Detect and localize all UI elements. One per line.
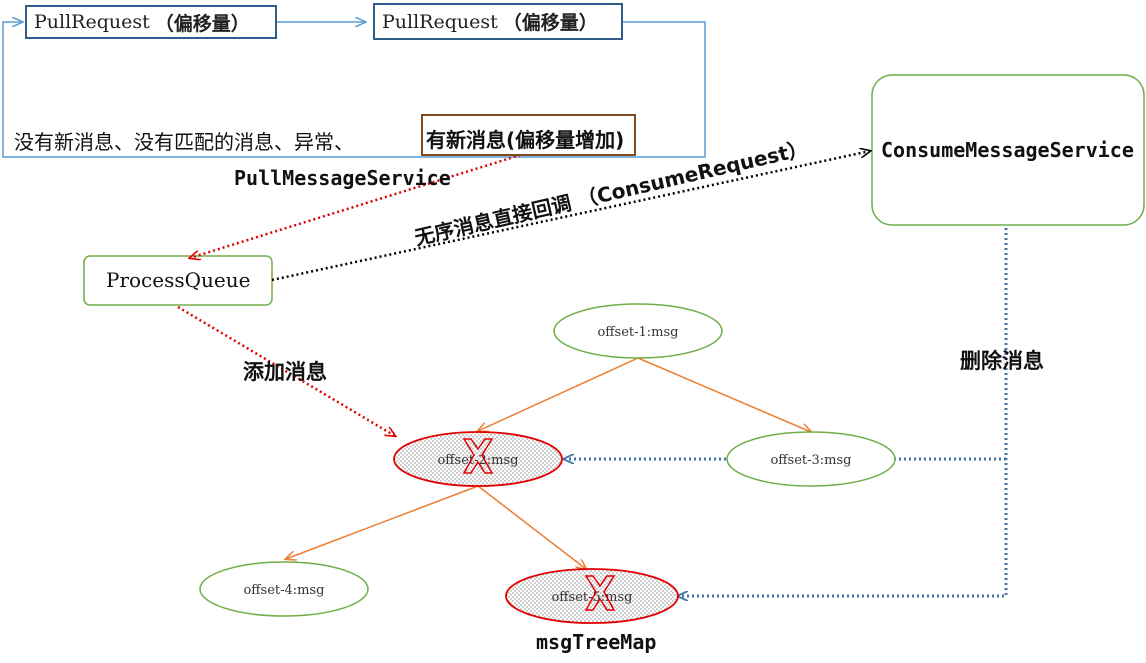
tree-edge-2-4: [286, 485, 479, 559]
tree-node-3: [726, 431, 896, 487]
pull-request-box-2: PullRequest （偏移量）: [373, 3, 623, 40]
loop-conditions-text: 没有新消息、没有匹配的消息、异常、: [14, 130, 354, 154]
tree-node-5-label: offset-5:msg: [551, 590, 632, 605]
add-message-label: 添加消息: [243, 360, 327, 384]
delete-message-label: 删除消息: [960, 349, 1044, 373]
tree-node-2-label: offset-2:msg: [437, 453, 518, 468]
pull-message-service-label: PullMessageService: [234, 166, 451, 190]
pull-request-text: PullRequest: [382, 10, 498, 33]
pull-request-text: PullRequest: [34, 11, 150, 33]
tree-node-2: [393, 431, 563, 487]
msg-tree-map-label: msgTreeMap: [536, 630, 657, 654]
process-queue-box: [83, 255, 273, 306]
new-message-highlight: 有新消息(偏移量增加): [421, 114, 637, 156]
tree-edge-1-3: [637, 357, 811, 432]
removed-x-icon: [462, 438, 494, 474]
process-queue-label: ProcessQueue: [106, 268, 251, 292]
pull-request-qualifier: （偏移量）: [502, 12, 598, 34]
delete-path: [678, 228, 1008, 596]
tree-edge-2-5: [477, 485, 586, 569]
tree-node-1: [553, 303, 723, 359]
tree-node-3-label: offset-3:msg: [770, 453, 851, 468]
tree-node-4: [199, 561, 369, 617]
pull-request-box-1: PullRequest （偏移量）: [25, 5, 277, 39]
consume-message-service-label: ConsumeMessageService: [881, 138, 1134, 162]
removed-x-icon: [584, 575, 616, 611]
tree-node-1-label: offset-1:msg: [597, 325, 678, 340]
tree-node-5: [505, 568, 679, 624]
tree-node-4-label: offset-4:msg: [243, 583, 324, 598]
loop-connector: [2, 22, 706, 158]
pull-request-qualifier: （偏移量）: [154, 12, 250, 35]
pull-to-queue-arrow: [190, 150, 531, 258]
queue-to-consume-arrow: [271, 151, 870, 282]
tree-edge-1-2: [478, 357, 639, 431]
add-message-arrow: [177, 305, 395, 436]
